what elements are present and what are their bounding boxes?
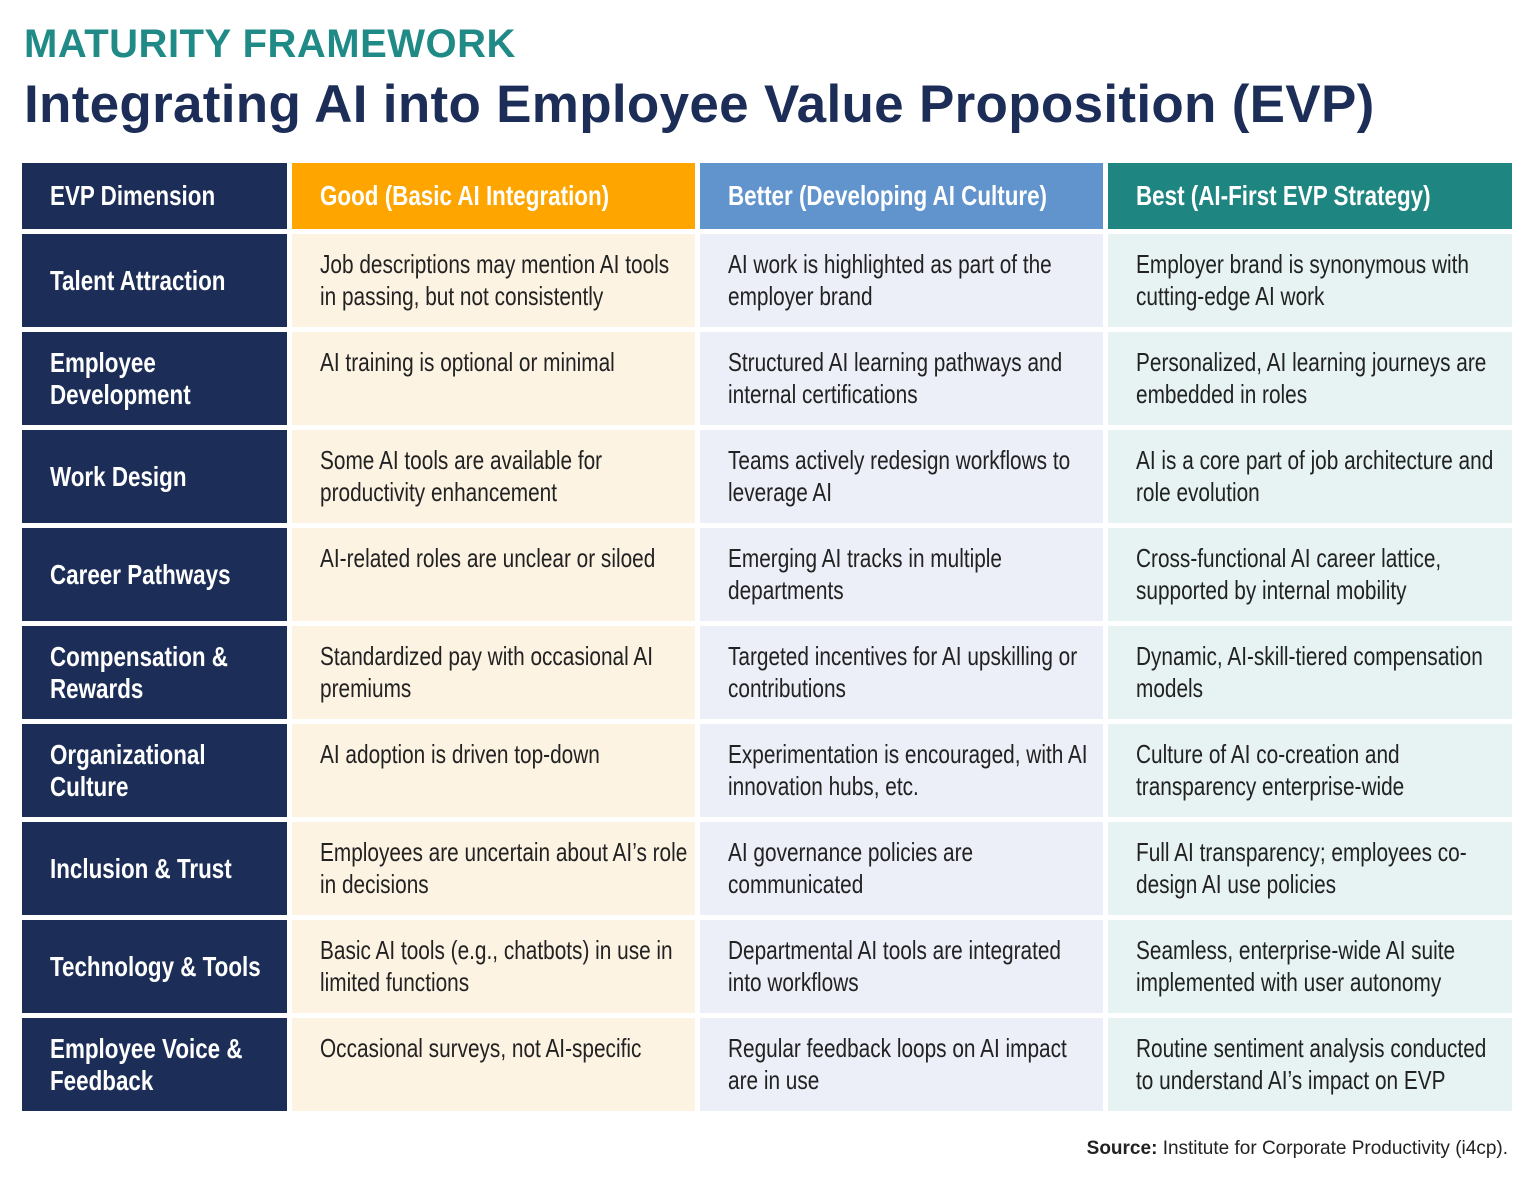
cell-better: AI governance policies are communicated	[700, 822, 1103, 915]
cell-better: Teams actively redesign workflows to lev…	[700, 430, 1103, 523]
cell-best: Personalized, AI learning journeys are e…	[1108, 332, 1512, 425]
cell-good: Basic AI tools (e.g., chatbots) in use i…	[292, 920, 695, 1013]
row-dimension: Employee Development	[22, 332, 287, 425]
row-dimension: Organizational Culture	[22, 724, 287, 817]
cell-best-text: Routine sentiment analysis conducted to …	[1136, 1033, 1487, 1095]
row-dimension: Employee Voice & Feedback	[22, 1018, 287, 1111]
header-dim: EVP Dimension	[22, 163, 287, 229]
row-dimension: Inclusion & Trust	[22, 822, 287, 915]
cell-better-text: Departmental AI tools are integrated int…	[728, 935, 1061, 997]
cell-good: Standardized pay with occasional AI prem…	[292, 626, 695, 719]
row-dimension-text: Employee Voice & Feedback	[50, 1032, 243, 1096]
cell-better-text: AI governance policies are communicated	[728, 837, 974, 899]
cell-best: Routine sentiment analysis conducted to …	[1108, 1018, 1512, 1111]
row-dimension: Career Pathways	[22, 528, 287, 621]
row-dimension-text: Compensation & Rewards	[50, 640, 228, 704]
cell-good: AI-related roles are unclear or siloed	[292, 528, 695, 621]
cell-better: AI work is highlighted as part of the em…	[700, 234, 1103, 327]
cell-best-text: Dynamic, AI-skill-tiered compensation mo…	[1136, 641, 1483, 703]
cell-good: AI training is optional or minimal	[292, 332, 695, 425]
cell-best: Culture of AI co-creation and transparen…	[1108, 724, 1512, 817]
cell-better: Experimentation is encouraged, with AI i…	[700, 724, 1103, 817]
cell-best-text: Personalized, AI learning journeys are e…	[1136, 347, 1487, 409]
cell-best-text: Culture of AI co-creation and transparen…	[1136, 739, 1405, 801]
source-note: Source: Institute for Corporate Producti…	[1087, 1138, 1508, 1160]
row-dimension-text: Inclusion & Trust	[50, 852, 232, 884]
cell-good-text: Employees are uncertain about AI’s role …	[320, 837, 688, 899]
cell-good-text: AI training is optional or minimal	[320, 347, 615, 377]
kicker: MATURITY FRAMEWORK	[24, 22, 516, 66]
header-good-text: Good (Basic AI Integration)	[320, 180, 610, 211]
maturity-table: EVP Dimension Good (Basic AI Integration)…	[22, 163, 1512, 1111]
cell-better: Targeted incentives for AI upskilling or…	[700, 626, 1103, 719]
cell-good-text: Occasional surveys, not AI-specific	[320, 1033, 642, 1063]
header-dim-text: EVP Dimension	[50, 180, 216, 211]
cell-best: Cross-functional AI career lattice, supp…	[1108, 528, 1512, 621]
header-better-text: Better (Developing AI Culture)	[728, 180, 1048, 211]
cell-better-text: Emerging AI tracks in multiple departmen…	[728, 543, 1002, 605]
cell-better-text: Experimentation is encouraged, with AI i…	[728, 739, 1088, 801]
cell-better-text: AI work is highlighted as part of the em…	[728, 249, 1052, 311]
row-dimension-text: Technology & Tools	[50, 950, 261, 982]
cell-better: Emerging AI tracks in multiple departmen…	[700, 528, 1103, 621]
row-dimension: Compensation & Rewards	[22, 626, 287, 719]
row-dimension: Talent Attraction	[22, 234, 287, 327]
cell-good: Employees are uncertain about AI’s role …	[292, 822, 695, 915]
cell-good-text: AI-related roles are unclear or siloed	[320, 543, 656, 573]
cell-best: Seamless, enterprise-wide AI suite imple…	[1108, 920, 1512, 1013]
cell-good-text: Some AI tools are available for producti…	[320, 445, 603, 507]
source-label: Source:	[1086, 1138, 1158, 1159]
row-dimension: Technology & Tools	[22, 920, 287, 1013]
cell-best: Dynamic, AI-skill-tiered compensation mo…	[1108, 626, 1512, 719]
cell-good: Occasional surveys, not AI-specific	[292, 1018, 695, 1111]
cell-better-text: Targeted incentives for AI upskilling or…	[728, 641, 1078, 703]
cell-best: Employer brand is synonymous with cuttin…	[1108, 234, 1512, 327]
cell-better-text: Structured AI learning pathways and inte…	[728, 347, 1063, 409]
header-best-text: Best (AI-First EVP Strategy)	[1136, 180, 1431, 211]
cell-good-text: Basic AI tools (e.g., chatbots) in use i…	[320, 935, 673, 997]
cell-best: Full AI transparency; employees co-desig…	[1108, 822, 1512, 915]
cell-better: Structured AI learning pathways and inte…	[700, 332, 1103, 425]
cell-best-text: AI is a core part of job architecture an…	[1136, 445, 1494, 507]
row-dimension-text: Organizational Culture	[50, 738, 206, 802]
cell-good: Some AI tools are available for producti…	[292, 430, 695, 523]
header-good: Good (Basic AI Integration)	[292, 163, 695, 229]
cell-good-text: Job descriptions may mention AI tools in…	[320, 249, 670, 311]
header-best: Best (AI-First EVP Strategy)	[1108, 163, 1512, 229]
row-dimension-text: Work Design	[50, 460, 187, 492]
cell-better: Regular feedback loops on AI impact are …	[700, 1018, 1103, 1111]
cell-best-text: Full AI transparency; employees co-desig…	[1136, 837, 1467, 899]
cell-good-text: Standardized pay with occasional AI prem…	[320, 641, 654, 703]
cell-good-text: AI adoption is driven top-down	[320, 739, 600, 769]
cell-better: Departmental AI tools are integrated int…	[700, 920, 1103, 1013]
cell-better-text: Teams actively redesign workflows to lev…	[728, 445, 1071, 507]
cell-best-text: Cross-functional AI career lattice, supp…	[1136, 543, 1442, 605]
row-dimension-text: Career Pathways	[50, 558, 231, 590]
cell-best-text: Seamless, enterprise-wide AI suite imple…	[1136, 935, 1456, 997]
row-dimension-text: Talent Attraction	[50, 264, 226, 296]
cell-good: AI adoption is driven top-down	[292, 724, 695, 817]
row-dimension: Work Design	[22, 430, 287, 523]
cell-best-text: Employer brand is synonymous with cuttin…	[1136, 249, 1469, 311]
row-dimension-text: Employee Development	[50, 346, 191, 410]
header-better: Better (Developing AI Culture)	[700, 163, 1103, 229]
cell-best: AI is a core part of job architecture an…	[1108, 430, 1512, 523]
source-text: Institute for Corporate Productivity (i4…	[1162, 1138, 1508, 1159]
cell-better-text: Regular feedback loops on AI impact are …	[728, 1033, 1067, 1095]
page-title: Integrating AI into Employee Value Propo…	[24, 75, 1375, 134]
cell-good: Job descriptions may mention AI tools in…	[292, 234, 695, 327]
